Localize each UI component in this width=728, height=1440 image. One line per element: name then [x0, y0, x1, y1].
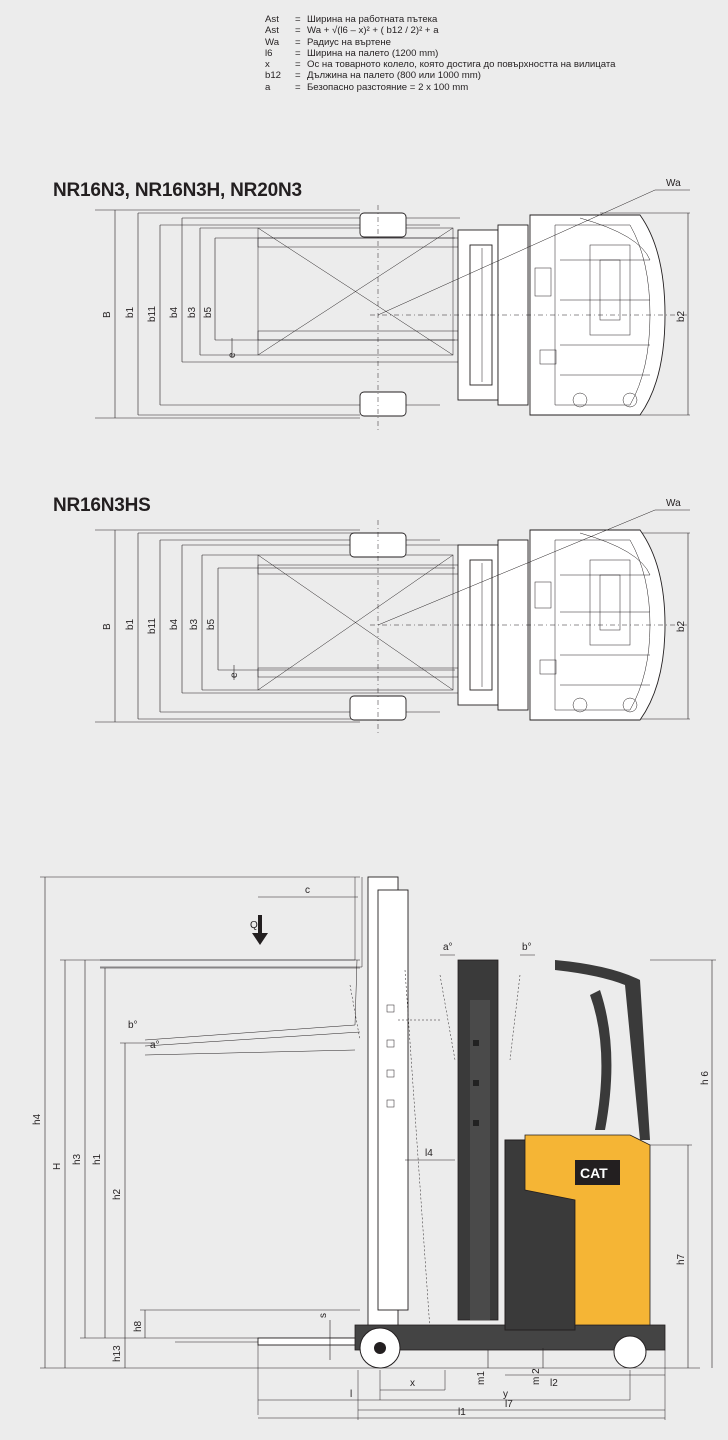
label-s: s — [318, 1313, 329, 1318]
legend-row: l6=Ширина на палето (1200 mm) — [265, 47, 439, 59]
label-H: H — [52, 1163, 63, 1170]
label-h13: h13 — [112, 1345, 123, 1362]
label-b2: b2 — [676, 620, 687, 632]
label-h1: h1 — [92, 1153, 103, 1165]
top-view-1-labels: Wa B b1 b11 b4 b3 b5 e b2 — [102, 178, 687, 358]
side-view-labels: h4 H h3 h1 h2 h13 h8 c Q a° b° b° a° l4 … — [32, 885, 711, 1418]
legend-row: b12=Дължина на палето (800 или 1000 mm) — [265, 70, 481, 82]
legend-row: a=Безопасно разстояние = 2 x 100 mm — [265, 81, 469, 93]
label-a-deg-fork: a° — [150, 1040, 160, 1051]
top-view-2 — [95, 509, 690, 735]
label-e: e — [227, 352, 238, 358]
label-h8: h8 — [133, 1320, 144, 1332]
label-l7: l7 — [505, 1399, 513, 1410]
label-B: B — [102, 623, 113, 630]
load-arrow-icon — [252, 915, 268, 945]
label-h6: h 6 — [700, 1071, 711, 1085]
label-h3: h3 — [72, 1153, 83, 1165]
label-Q: Q — [250, 920, 258, 931]
label-b5: b5 — [206, 618, 217, 630]
label-b-deg-fork: b° — [128, 1020, 138, 1031]
formula-legend: Ast=Ширина на работната пътека Ast=Wa + … — [265, 14, 616, 93]
top-view-1 — [95, 189, 690, 430]
label-l: l — [350, 1389, 352, 1400]
label-b11: b11 — [147, 618, 158, 634]
label-b5: b5 — [203, 306, 214, 318]
side-view: CAT — [40, 876, 716, 1420]
label-y: y — [503, 1389, 508, 1400]
label-h2: h2 — [112, 1188, 123, 1200]
legend-row: x=Ос на товарното колело, която достига … — [265, 59, 616, 71]
label-b4: b4 — [169, 306, 180, 318]
label-l1: l1 — [458, 1407, 466, 1418]
legend-row: Ast=Wa + √(l6 – x)² + ( b12 / 2)² + a — [265, 25, 439, 37]
top-view-2-title: NR16N3HS — [53, 495, 151, 516]
label-b3: b3 — [187, 306, 198, 318]
label-b4: b4 — [169, 618, 180, 630]
label-h4: h4 — [32, 1113, 43, 1125]
label-Wa: Wa — [666, 498, 681, 509]
label-l4: l4 — [425, 1148, 433, 1159]
label-b1: b1 — [125, 306, 136, 318]
top-view-1-title: NR16N3, NR16N3H, NR20N3 — [53, 180, 302, 201]
label-m2: m 2 — [531, 1368, 542, 1385]
legend-row: Ast=Ширина на работната пътека — [265, 14, 438, 25]
legend-row: Wa=Радиус на въртене — [265, 36, 391, 48]
label-B: B — [102, 311, 113, 318]
label-b-deg: b° — [522, 942, 532, 953]
label-b2: b2 — [676, 310, 687, 322]
label-c: c — [305, 885, 310, 896]
brand-logo: CAT — [580, 1165, 608, 1181]
label-Wa: Wa — [666, 178, 681, 189]
label-b1: b1 — [125, 618, 136, 630]
label-h7: h7 — [676, 1253, 687, 1265]
label-m1: m1 — [476, 1371, 487, 1385]
label-e: e — [229, 672, 240, 678]
label-l2: l2 — [550, 1378, 558, 1389]
label-a-deg: a° — [443, 942, 453, 953]
top-view-2-labels: Wa B b1 b11 b4 b3 b5 e b2 — [102, 498, 687, 678]
label-b11: b11 — [147, 306, 158, 322]
label-x: x — [410, 1378, 415, 1389]
label-b3: b3 — [189, 618, 200, 630]
